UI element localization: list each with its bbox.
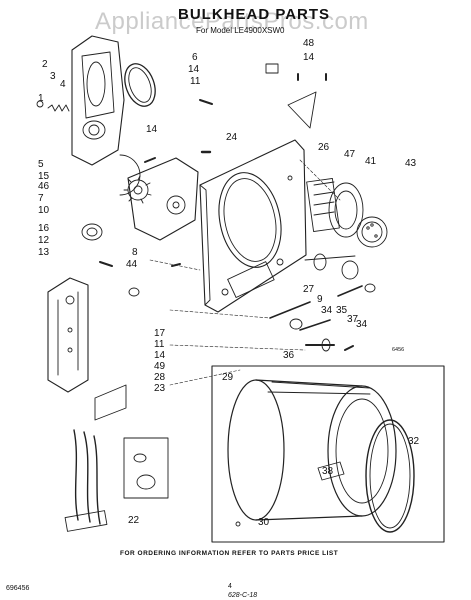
callout-c12: 12	[38, 235, 50, 246]
callout-c3: 3	[50, 71, 56, 82]
idler-wheel-hub	[86, 227, 98, 237]
callout-c43: 43	[405, 158, 417, 169]
callout-c7: 7	[38, 193, 44, 204]
kit-part-1	[133, 453, 147, 463]
rear-duct-assembly	[71, 35, 125, 166]
callout-c35: 35	[336, 305, 348, 316]
callout-c36: 36	[283, 350, 295, 361]
callout-c30: 30	[258, 517, 270, 528]
front-support-bracket	[47, 277, 89, 393]
idler-wheel	[81, 223, 103, 241]
callout-c22: 22	[128, 515, 140, 526]
figure-code: 6456	[392, 347, 405, 353]
callout-c23: 23	[154, 383, 166, 394]
bulkhead-panel	[199, 139, 307, 313]
callout-c27: 27	[303, 284, 315, 295]
spring	[47, 104, 70, 112]
leader-lines	[149, 159, 341, 386]
callout-c9: 9	[317, 294, 323, 305]
document-code: 696456	[6, 585, 30, 592]
callout-c14b: 14	[146, 124, 158, 135]
callout-c46: 46	[38, 181, 50, 192]
page-number: 4	[228, 583, 232, 590]
door-switch	[265, 63, 279, 74]
callout-c14a: 14	[188, 64, 200, 75]
callout-c48: 48	[303, 38, 315, 49]
heater-element	[328, 182, 364, 238]
callout-c11: 11	[190, 76, 201, 87]
callout-c16: 16	[38, 223, 50, 234]
callout-c2: 2	[42, 59, 48, 70]
screw-small	[99, 261, 113, 267]
blower-housing	[119, 154, 199, 241]
callout-c11b: 11	[154, 339, 165, 350]
ordering-note: FOR ORDERING INFORMATION REFER TO PARTS …	[120, 550, 339, 557]
callout-c14d: 14	[154, 350, 166, 361]
clip	[128, 287, 140, 297]
drum-frame	[211, 365, 445, 543]
kit-part-2	[136, 474, 156, 490]
callout-c10: 10	[38, 205, 50, 216]
callout-c49: 49	[154, 361, 166, 372]
wire-bracket	[94, 384, 127, 421]
watermark-text: AppliancePartsPros.com	[95, 8, 369, 35]
callout-c4: 4	[60, 79, 66, 90]
callout-c34a: 34	[321, 305, 333, 316]
callout-c34b: 34	[356, 319, 368, 330]
callout-c13: 13	[38, 247, 50, 258]
lint-filter-housing	[306, 177, 340, 233]
callout-c26: 26	[318, 142, 330, 153]
felt-seal	[124, 63, 156, 107]
callout-c47: 47	[344, 149, 356, 160]
drum	[227, 379, 397, 527]
blower-wheel	[123, 175, 152, 204]
callout-c44: 44	[126, 259, 138, 270]
heater-cover	[356, 216, 388, 248]
callout-c29: 29	[222, 372, 234, 383]
callout-c14c: 14	[303, 52, 315, 63]
screw-small-3	[199, 99, 213, 105]
callout-c17: 17	[154, 328, 166, 339]
page-title: BULKHEAD PARTS	[178, 6, 331, 23]
callout-c15: 15	[38, 171, 50, 182]
screw-small-2	[144, 157, 156, 163]
hardware-kit-box	[123, 437, 169, 499]
callout-c28: 28	[154, 372, 166, 383]
callout-layer: 2341515467101612136141114248444814264741…	[38, 38, 420, 528]
wire-harness	[64, 429, 108, 532]
callout-c38: 38	[322, 466, 334, 477]
motor-pulley-assembly	[269, 253, 376, 352]
callout-c32: 32	[408, 436, 420, 447]
callout-c41: 41	[365, 156, 377, 167]
callout-c37: 37	[347, 314, 359, 325]
drum-seal-ring	[365, 419, 415, 533]
screw	[36, 100, 44, 108]
callout-c5: 5	[38, 159, 44, 170]
callout-c8: 8	[132, 247, 138, 258]
bottom-code: 628-C-18	[228, 592, 258, 599]
callout-c24: 24	[226, 132, 238, 143]
model-subtitle: For Model LE4900XSW0	[196, 26, 285, 35]
felt-seal-inner	[128, 67, 152, 103]
switch-bracket	[287, 91, 317, 129]
drum-baffle	[317, 461, 345, 481]
callout-c6: 6	[192, 52, 198, 63]
switch-screws	[297, 73, 327, 81]
callout-c1: 1	[38, 93, 44, 104]
